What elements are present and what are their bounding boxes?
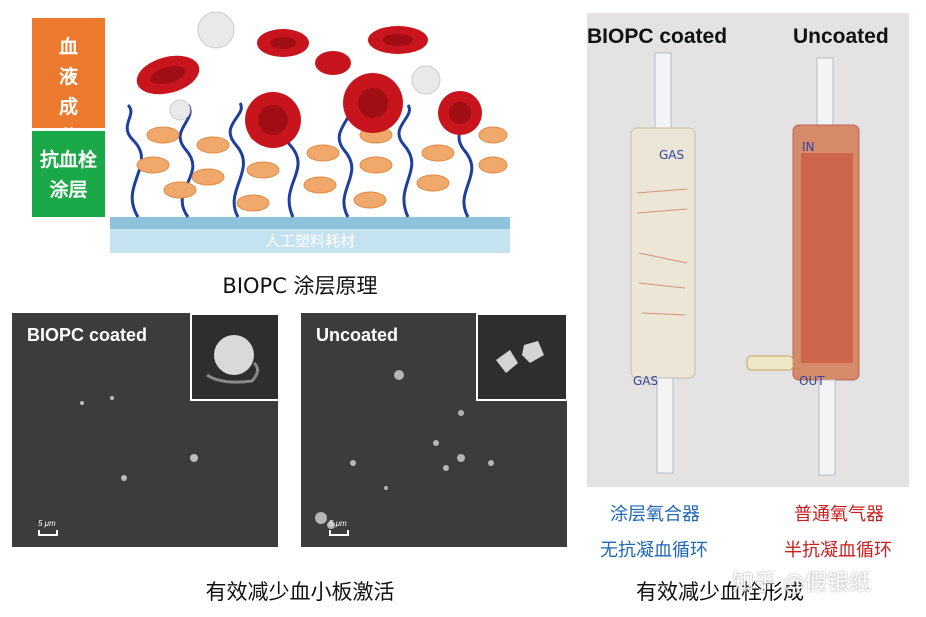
- coated-description-line1: 涂层氧合器: [610, 504, 700, 525]
- photo-caption: 有效减少血栓形成: [636, 580, 804, 604]
- photo-coated-title: BIOPC coated: [587, 25, 728, 48]
- coating-layer: [110, 217, 510, 229]
- coating-principle-illustration: 人工塑料耗材: [110, 11, 510, 253]
- watermark: 知乎 @假银纸: [732, 571, 871, 596]
- sem-uncoated-scale-bar: [329, 530, 349, 536]
- sem-coated-scale-text: 5 μm: [38, 519, 56, 528]
- coated-gas-label: GAS: [659, 148, 684, 162]
- sem-coated-particles: [80, 396, 198, 481]
- coated-gas-label-bottom: GAS: [633, 374, 658, 388]
- diagram-caption: BIOPC 涂层原理: [222, 274, 378, 298]
- blood-component-label-box: 血液成分: [32, 18, 105, 148]
- sem-uncoated-scale-text: 5 μm: [329, 519, 347, 528]
- uncoated-in-label: IN: [802, 140, 815, 154]
- sem-uncoated-title: Uncoated: [316, 325, 399, 345]
- sem-coated-inset: [190, 313, 278, 401]
- substrate-layer: [110, 229, 510, 253]
- sem-uncoated-inset: [476, 313, 567, 401]
- oxygenator-devices: GAS GAS IN OUT: [630, 52, 860, 476]
- uncoated-out-label: OUT: [799, 374, 825, 388]
- red-blood-cells: [136, 26, 482, 148]
- uncoated-description-line1: 普通氧气器: [794, 504, 884, 525]
- coating-label-box: 抗血栓涂层: [32, 131, 105, 217]
- sem-caption: 有效减少血小板激活: [205, 580, 395, 604]
- coated-oxygenator: GAS GAS: [630, 52, 696, 474]
- photo-uncoated-title: Uncoated: [793, 25, 889, 48]
- oxygenator-photo: BIOPC coated Uncoated GAS GAS IN OUT: [587, 13, 909, 487]
- sem-uncoated-image: Uncoated 5 μm: [301, 313, 567, 547]
- sem-coated-title: BIOPC coated: [27, 325, 148, 345]
- zwitterion-groups: [136, 126, 508, 212]
- sem-coated-scale-bar: [38, 530, 58, 536]
- sem-coated-image: BIOPC coated 5 μm: [12, 313, 278, 547]
- uncoated-oxygenator: IN OUT: [746, 57, 860, 476]
- coated-description-line2: 无抗凝血循环: [600, 540, 708, 561]
- platelets: [169, 11, 441, 121]
- uncoated-description-line2: 半抗凝血循环: [784, 540, 892, 561]
- substrate-label: 人工塑料耗材: [265, 232, 355, 250]
- sem-uncoated-particles: [315, 370, 494, 529]
- coating-label: 抗血栓涂层: [39, 149, 97, 201]
